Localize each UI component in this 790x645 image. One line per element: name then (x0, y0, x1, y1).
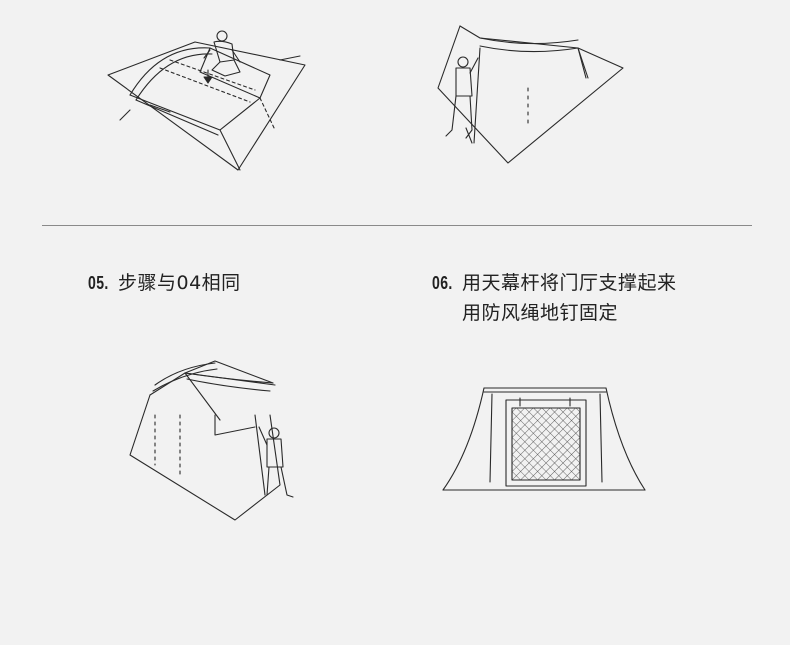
tent-flat-assembly-illustration (100, 20, 315, 175)
tent-vestibule-raise-illustration (125, 355, 310, 525)
section-divider (42, 225, 752, 226)
step-number: 05. (88, 273, 109, 293)
step-06: 06. 用天幕杆将门厅支撑起来 用防风绳地钉固定 (432, 268, 677, 328)
step-text-line: 用防风绳地钉固定 (462, 302, 619, 324)
tent-raise-pole-illustration (428, 18, 628, 168)
step-text-line: 步骤与04相同 (118, 272, 241, 294)
step-number: 06. (432, 273, 453, 293)
step-text-line: 用天幕杆将门厅支撑起来 (462, 272, 677, 294)
tent-finished-mesh-door-illustration (440, 382, 648, 494)
step-05: 05. 步骤与04相同 (88, 268, 241, 298)
